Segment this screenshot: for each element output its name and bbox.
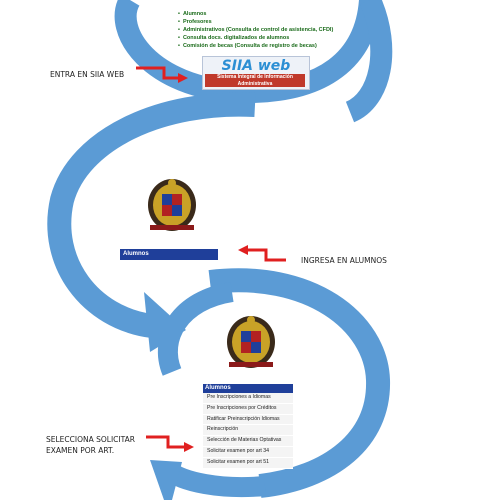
- menu-item-materias-optativas[interactable]: Selección de Materias Optativas: [203, 436, 293, 447]
- alumnos-menu: Alumnos Pre Inscripciones a Idiomas Pre …: [203, 384, 293, 469]
- crest-logo-2: [227, 316, 275, 368]
- list-item: Profesores: [178, 18, 333, 26]
- left-arc: [47, 92, 256, 338]
- menu-item-pre-inscripciones-creditos[interactable]: Pre Inscripciones por Créditos: [203, 403, 293, 415]
- siia-banner-subtitle-line2: Administrativa: [237, 80, 273, 87]
- step-label-3a: SELECCIONA SOLICITAR: [46, 435, 135, 444]
- pointer-arrow-2: [238, 245, 286, 262]
- portal-options-list: Alumnos Profesores Administrativos (Cons…: [178, 10, 333, 50]
- list-item: Administrativos (Consulta de control de …: [178, 26, 333, 34]
- siia-banner-strip: [205, 74, 305, 87]
- pointer-arrow-3: [146, 435, 194, 452]
- siia-banner-title: SIIA web: [221, 58, 291, 74]
- siia-web-banner[interactable]: SIIA web Sistema Integral de Información…: [202, 56, 310, 90]
- alumnos-menu-header[interactable]: Alumnos: [203, 384, 293, 393]
- mid-right-arc: [208, 268, 391, 498]
- siia-banner-subtitle: Sistema Integral de Información Administ…: [205, 74, 305, 87]
- bottom-left-arc: [157, 282, 234, 376]
- left-arc-head: [144, 292, 186, 352]
- pointer-arrow-1: [136, 66, 188, 83]
- siia-banner-subtitle-line1: Sistema Integral de Información: [217, 74, 293, 80]
- bottom-arc: [161, 461, 266, 498]
- menu-item-examen-art-34[interactable]: Solicitar examen por art 34: [203, 446, 293, 458]
- right-arc: [344, 0, 393, 123]
- bottom-arc-head: [150, 460, 182, 500]
- step-label-2: INGRESA EN ALUMNOS: [301, 256, 387, 265]
- step-label-3b: EXAMEN POR ART.: [46, 446, 115, 455]
- menu-item-examen-art-51[interactable]: Solicitar examen por art 51: [203, 457, 293, 469]
- step-label-1: ENTRA EN SIIA WEB: [50, 70, 125, 79]
- top-arc: [114, 0, 381, 104]
- alumnos-menu-bar[interactable]: Alumnos: [120, 249, 218, 260]
- list-item: Consulta docs. digitalizados de alumnos: [178, 34, 333, 42]
- menu-item-ratificar-preinscripcion[interactable]: Ratificar Preinscripción Idiomas: [203, 414, 293, 426]
- crest-logo-1: [148, 179, 196, 231]
- list-item: Comisión de becas (Consulta de registro …: [178, 42, 333, 50]
- menu-item-reinscripcion[interactable]: Reinscripción: [203, 425, 293, 437]
- menu-item-pre-inscripciones-idiomas[interactable]: Pre Inscripciones a Idiomas: [203, 393, 293, 404]
- list-item: Alumnos: [178, 10, 333, 18]
